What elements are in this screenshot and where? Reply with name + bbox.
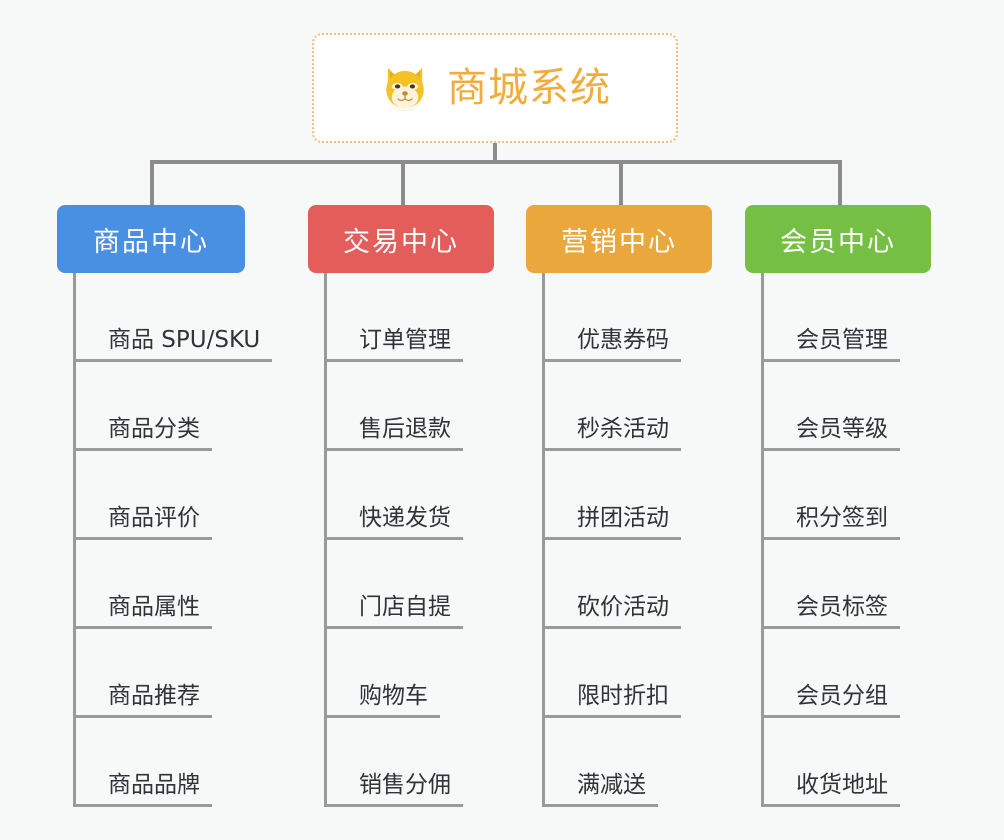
category-column-4: 会员中心会员管理会员等级积分签到会员标签会员分组收货地址 [745,205,931,807]
leaf-label: 商品分类 [76,416,212,451]
leaf-node[interactable]: 商品属性 [76,540,245,629]
connector-drop-4 [838,160,842,207]
leaf-label: 会员管理 [764,327,900,362]
leaf-node[interactable]: 满减送 [545,718,712,807]
leaf-label: 砍价活动 [545,594,681,629]
category-header-2[interactable]: 交易中心 [308,205,494,273]
leaf-label: 收货地址 [764,772,900,807]
leaf-node[interactable]: 砍价活动 [545,540,712,629]
category-header-4[interactable]: 会员中心 [745,205,931,273]
leaf-node[interactable]: 会员管理 [764,273,931,362]
leaf-list: 订单管理售后退款快递发货门店自提购物车销售分佣 [324,273,494,807]
leaf-label: 商品推荐 [76,683,212,718]
leaf-label: 积分签到 [764,505,900,540]
connector-root-stem [493,143,497,164]
leaf-list: 优惠券码秒杀活动拼团活动砍价活动限时折扣满减送 [542,273,712,807]
leaf-label: 售后退款 [327,416,463,451]
category-title: 商品中心 [93,226,209,258]
leaf-list: 商品 SPU/SKU 商品分类商品评价商品属性商品推荐商品品牌 [73,273,273,807]
root-title: 商城系统 [447,65,611,111]
leaf-label: 优惠券码 [545,327,681,362]
leaf-node[interactable]: 快递发货 [327,451,494,540]
leaf-label: 商品评价 [76,505,212,540]
leaf-label: 订单管理 [327,327,463,362]
category-title: 交易中心 [343,226,459,258]
category-column-1: 商品中心商品 SPU/SKU 商品分类商品评价商品属性商品推荐商品品牌 [57,205,273,807]
leaf-label: 商品属性 [76,594,212,629]
leaf-node[interactable]: 门店自提 [327,540,494,629]
category-header-3[interactable]: 营销中心 [526,205,712,273]
leaf-label: 满减送 [545,772,658,807]
shiba-dog-emoji [386,67,424,112]
leaf-label: 商品品牌 [76,772,212,807]
leaf-label: 购物车 [327,683,440,718]
leaf-label: 会员等级 [764,416,900,451]
category-header-1[interactable]: 商品中心 [57,205,245,273]
leaf-node[interactable]: 限时折扣 [545,629,712,718]
leaf-label: 秒杀活动 [545,416,681,451]
leaf-node[interactable]: 订单管理 [327,273,494,362]
root-node[interactable]: 商城系统 [312,33,678,143]
category-column-3: 营销中心优惠券码秒杀活动拼团活动砍价活动限时折扣满减送 [526,205,712,807]
leaf-node[interactable]: 积分签到 [764,451,931,540]
connector-drop-1 [150,160,154,207]
leaf-node[interactable]: 商品 SPU/SKU [76,273,273,362]
category-title: 营销中心 [561,226,677,258]
connector-drop-2 [401,160,405,207]
leaf-node[interactable]: 商品推荐 [76,629,245,718]
leaf-node[interactable]: 收货地址 [764,718,931,807]
leaf-label: 商品 SPU/SKU [76,327,273,362]
leaf-label: 快递发货 [327,505,463,540]
leaf-node[interactable]: 购物车 [327,629,494,718]
category-title: 会员中心 [780,226,896,258]
leaf-node[interactable]: 秒杀活动 [545,362,712,451]
leaf-node[interactable]: 售后退款 [327,362,494,451]
leaf-node[interactable]: 商品品牌 [76,718,245,807]
leaf-label: 拼团活动 [545,505,681,540]
leaf-label: 限时折扣 [545,683,681,718]
leaf-node[interactable]: 会员标签 [764,540,931,629]
leaf-label: 会员分组 [764,683,900,718]
category-column-2: 交易中心订单管理售后退款快递发货门店自提购物车销售分佣 [308,205,494,807]
leaf-node[interactable]: 拼团活动 [545,451,712,540]
leaf-label: 销售分佣 [327,772,463,807]
leaf-list: 会员管理会员等级积分签到会员标签会员分组收货地址 [761,273,931,807]
leaf-node[interactable]: 商品分类 [76,362,245,451]
leaf-label: 会员标签 [764,594,900,629]
leaf-node[interactable]: 会员等级 [764,362,931,451]
leaf-node[interactable]: 商品评价 [76,451,245,540]
leaf-node[interactable]: 优惠券码 [545,273,712,362]
connector-horizontal-bus [150,160,842,164]
connector-drop-3 [619,160,623,207]
leaf-node[interactable]: 会员分组 [764,629,931,718]
leaf-node[interactable]: 销售分佣 [327,718,494,807]
leaf-label: 门店自提 [327,594,463,629]
